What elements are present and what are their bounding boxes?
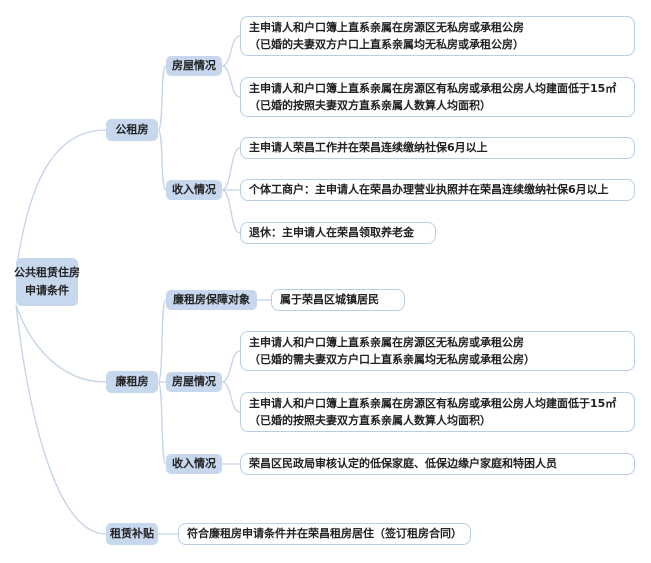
leaf-line: 主申请人荣昌工作并在荣昌连续缴纳社保6月以上	[249, 141, 488, 155]
gongzufang-income-item-3: 退休：主申请人在荣昌领取养老金	[240, 222, 436, 244]
leaf-line: 个体工商户：主申请人在荣昌办理营业执照并在荣昌连续缴纳社保6月以上	[249, 183, 609, 197]
leaf-line: （已婚的按照夫妻双方直系亲属人数算人均面积）	[249, 414, 491, 427]
gongzufang-income-node: 收入情况	[166, 180, 222, 200]
leaf-line: 荣昌区民政局审核认定的低保家庭、低保边缘户家庭和特困人员	[249, 457, 557, 471]
lianzufang-target-item: 属于荣昌区城镇居民	[271, 289, 405, 311]
leaf-line: 符合廉租房申请条件并在荣昌租房居住（签订租房合同）	[187, 527, 462, 541]
lianzufang-housing-item-1: 主申请人和户口簿上直系亲属在房源区无私房或承租公房 （已婚的需夫妻双方户口上直系…	[240, 331, 635, 371]
branch-gongzufang: 公租房	[106, 119, 158, 141]
leaf-line: 主申请人和户口簿上直系亲属在房源区有私房或承租公房人均建面低于15㎡	[249, 81, 617, 95]
root-label-line2: 申请条件	[25, 284, 69, 297]
leaf-line: （已婚的按照夫妻双方直系亲属人数算人均面积）	[249, 99, 491, 112]
root-label-line1: 公共租赁住房	[14, 266, 80, 280]
lianzufang-housing-item-2: 主申请人和户口簿上直系亲属在房源区有私房或承租公房人均建面低于15㎡ （已婚的按…	[240, 392, 635, 432]
branch-gongzufang-label: 公租房	[115, 123, 149, 137]
branch-lianzufang-label: 廉租房	[115, 375, 149, 389]
lianzufang-housing-label: 房屋情况	[172, 375, 216, 389]
gongzufang-income-item-1: 主申请人荣昌工作并在荣昌连续缴纳社保6月以上	[240, 137, 635, 159]
lianzufang-target-label: 廉租房保障对象	[173, 293, 250, 307]
lianzufang-income-label: 收入情况	[172, 457, 216, 471]
leaf-line: 主申请人和户口簿上直系亲属在房源区无私房或承租公房	[249, 335, 524, 349]
gongzufang-housing-node: 房屋情况	[166, 56, 222, 76]
branch-subsidy-label: 租赁补贴	[110, 527, 154, 541]
leaf-line: 属于荣昌区城镇居民	[280, 293, 379, 307]
lianzufang-income-item: 荣昌区民政局审核认定的低保家庭、低保边缘户家庭和特困人员	[240, 453, 635, 475]
leaf-line: 退休：主申请人在荣昌领取养老金	[249, 226, 414, 240]
leaf-line: 主申请人和户口簿上直系亲属在房源区无私房或承租公房	[249, 20, 524, 34]
gongzufang-housing-label: 房屋情况	[172, 59, 216, 73]
leaf-line: 主申请人和户口簿上直系亲属在房源区有私房或承租公房人均建面低于15㎡	[249, 396, 617, 410]
leaf-line: （已婚的夫妻双方户口上直系亲属均无私房或承租公房）	[249, 38, 524, 51]
subsidy-item: 符合廉租房申请条件并在荣昌租房居住（签订租房合同）	[178, 523, 471, 545]
root-node: 公共租赁住房 申请条件	[14, 258, 80, 306]
branch-subsidy: 租赁补贴	[106, 523, 158, 545]
gongzufang-housing-item-2: 主申请人和户口簿上直系亲属在房源区有私房或承租公房人均建面低于15㎡ （已婚的按…	[240, 77, 635, 117]
gongzufang-income-label: 收入情况	[172, 183, 216, 197]
branch-lianzufang: 廉租房	[106, 371, 158, 393]
lianzufang-target-node: 廉租房保障对象	[166, 290, 257, 310]
lianzufang-income-node: 收入情况	[166, 454, 222, 474]
gongzufang-income-item-2: 个体工商户：主申请人在荣昌办理营业执照并在荣昌连续缴纳社保6月以上	[240, 179, 635, 201]
gongzufang-housing-item-1: 主申请人和户口簿上直系亲属在房源区无私房或承租公房 （已婚的夫妻双方户口上直系亲…	[240, 16, 635, 56]
lianzufang-housing-node: 房屋情况	[166, 372, 222, 392]
leaf-line: （已婚的需夫妻双方户口上直系亲属均无私房或承租公房）	[249, 353, 535, 366]
